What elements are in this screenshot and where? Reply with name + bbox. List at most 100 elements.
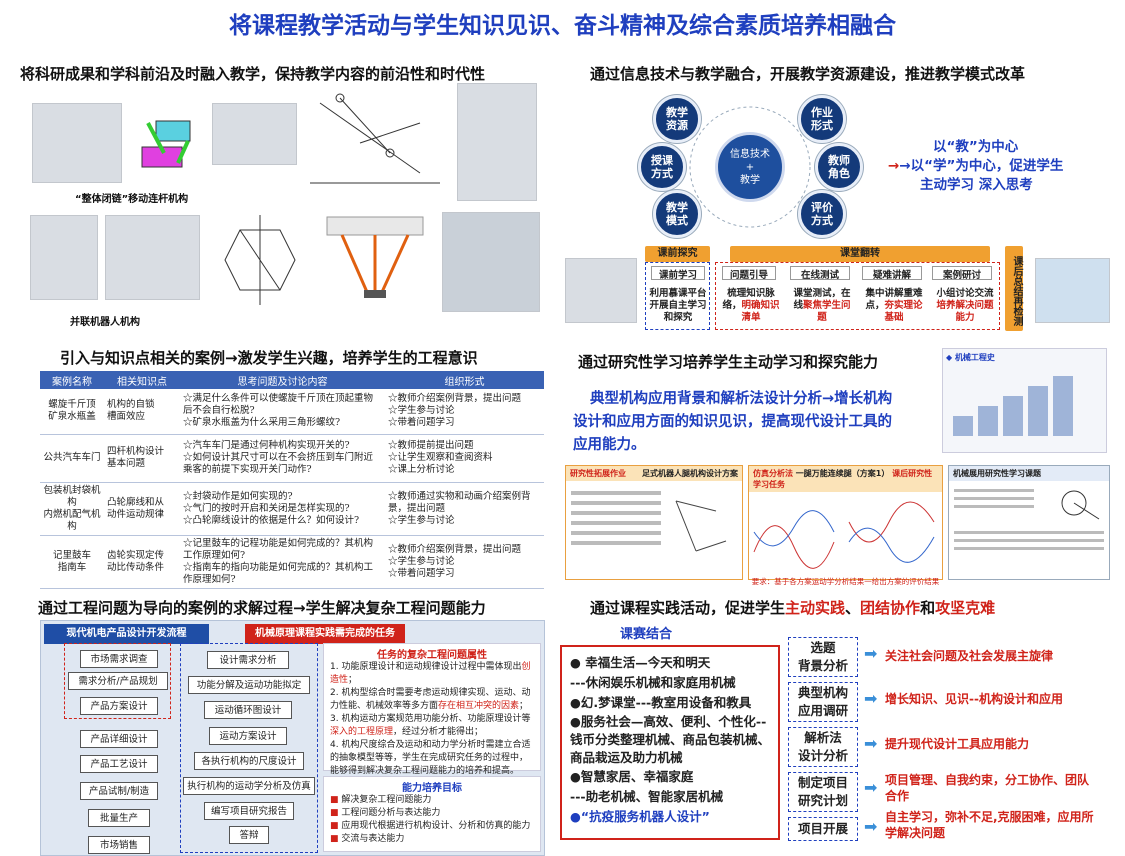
- result-social: 关注社会问题及社会发展主旋律: [885, 649, 1054, 663]
- circle-label: 评价 方式: [811, 201, 833, 227]
- step-pre-study: 课前学习: [651, 266, 705, 281]
- sub-text: 梳理知识脉络，: [722, 288, 775, 311]
- sub-highlight: 明确知识清单: [741, 300, 780, 323]
- arrow-right-icon: ➡: [864, 734, 878, 753]
- ability-text: 解决复杂工程问题能力: [341, 795, 432, 805]
- circle-teacher-role: 教师 角色: [815, 143, 863, 191]
- task-step: 各执行机构的尺度设计: [194, 752, 304, 770]
- parallel-mechanism-diagram: [210, 210, 310, 310]
- sub-text: 利用慕课平台开展自主学习和探究: [649, 288, 707, 323]
- section-heading-practice: 通过课程实践活动，促进学生主动实践、团结协作和攻坚克难: [590, 597, 995, 618]
- attr-text: 4. 机构尺度综合及运动和动力学分析时需建立合适的抽象模型等等，学生在完成研究任…: [330, 740, 531, 776]
- section-heading-cases: 引入与知识点相关的案例→激发学生兴趣，培养学生的工程意识: [60, 349, 478, 367]
- slogan-line-3: 主动学习 深入思考: [920, 177, 1033, 193]
- cell-format: ☆教师介绍案例背景，提出问题 ☆学生参与讨论 ☆带着问题学习: [385, 535, 544, 589]
- attribute-item: 3. 机构运动方案规范用功能分析、功能原理设计等深入的工程原理，经过分析才能得出…: [330, 713, 534, 739]
- attr-text: 3. 机构运动方案规范用功能分析、功能原理设计等: [330, 714, 531, 724]
- stage-research-plan: 制定项目 研究计划: [788, 772, 858, 812]
- table-row: 螺旋千斤顶 矿泉水瓶盖 机构的自锁 槽面效应 ☆满足什么条件可以使螺旋千斤顶在顶…: [40, 389, 544, 435]
- gearbox-cutaway-image: [442, 212, 540, 312]
- heading-highlight: 攻坚克难: [935, 599, 996, 617]
- cell-question: ☆记里鼓车的记程功能是如何完成的？其机构工作原理如何? ☆指南车的指向功能是如何…: [180, 535, 385, 589]
- task-group-box: [180, 643, 318, 853]
- attributes-box: 任务的复杂工程问题属性 1. 功能原理设计和运动规律设计过程中需体现出创造性； …: [323, 643, 541, 776]
- task-step: 执行机构的运动学分析及仿真: [183, 777, 315, 795]
- sub-question-guide: 梳理知识脉络，明确知识清单: [722, 288, 780, 324]
- caption-parallel-robot: 并联机器人机构: [70, 317, 140, 328]
- topic-item: ●智慧家居、幸福家庭: [570, 769, 694, 784]
- panel-tab: 研究性拓展作业: [570, 469, 626, 478]
- cell-question: ☆封袋动作是如何实现的? ☆气门的按时开启和关闭是怎样实现的? ☆凸轮廓线设计的…: [180, 482, 385, 536]
- panel-header: 仿真分析法 一腿万能连续腿（方案1） 课后研究性学习任务: [749, 466, 942, 492]
- flow-header-blue: 现代机电产品设计开发流程: [44, 624, 209, 644]
- circle-teaching-mode: 教学 模式: [653, 190, 701, 238]
- task-step: 编写项目研究报告: [204, 802, 294, 820]
- result-knowledge: 增长知识、见识--机构设计和应用: [885, 692, 1063, 706]
- slogan-line-1: 以“教”为中心: [933, 139, 1019, 155]
- in-class-label: 课堂翻转: [730, 246, 990, 262]
- caption-closed-chain: “整体闭链”移动连杆机构: [75, 194, 189, 205]
- col-knowledge-point: 相关知识点: [104, 371, 180, 389]
- result-teamwork: 项目管理、自我约束，分工协作、团队合作: [885, 773, 1090, 803]
- circle-label: 教师 角色: [828, 154, 850, 180]
- panel-subtitle: 足式机器人腿机构设计方案: [642, 469, 738, 478]
- ability-item: ■ 应用现代根据进行机构设计、分析和仿真的能力: [330, 821, 531, 831]
- delta-robot-image: [312, 212, 438, 312]
- research-text-1: 典型机构应用背景和解析法设计分析→增长机构: [590, 391, 893, 407]
- heading-part: 、: [845, 599, 861, 617]
- mechanism-model-photo: [1035, 258, 1110, 323]
- stage-analytic-design: 解析法 设计分析: [788, 727, 858, 767]
- section-heading-inquiry: 通过研究性学习培养学生主动学习和探究能力: [578, 353, 879, 371]
- center-circle: 信息技术 + 教学: [715, 132, 785, 202]
- table-header-row: 案例名称 相关知识点 思考问题及讨论内容 组织形式: [40, 371, 544, 389]
- cell-format: ☆教师提前提出问题 ☆让学生观察和查阅资料 ☆课上分析讨论: [385, 434, 544, 483]
- circle-homework: 作业 形式: [798, 95, 846, 143]
- sub-difficulty-explain: 集中讲解重难点，夯实理论基础: [864, 288, 924, 324]
- cell-kp: 凸轮廓线和从 动件运动规律: [104, 482, 180, 536]
- attr-suffix: ，经过分析才能得出；: [393, 727, 484, 737]
- info-tech-diagram: 信息技术 + 教学 教学 资源 作业 形式 授课 方式 教师 角色 教学 模式 …: [638, 95, 863, 240]
- ability-text: 交流与表达能力: [341, 834, 405, 844]
- ability-text: 工程问题分析与表达能力: [341, 808, 441, 818]
- circle-teaching-method: 授课 方式: [638, 143, 686, 191]
- result-self-study: 自主学习，弥补不足,克服困难，应用所学解决问题: [885, 810, 1094, 840]
- stage-topic-background: 选题 背景分析: [788, 637, 858, 677]
- in-class-box: [715, 262, 1000, 330]
- sub-case-study: 小组讨论交流培养解决问题能力: [934, 288, 996, 324]
- case-table: 案例名称 相关知识点 思考问题及讨论内容 组织形式 螺旋千斤顶 矿泉水瓶盖 机构…: [40, 371, 544, 589]
- sub-text: 小组讨论交流: [936, 288, 994, 299]
- arrow-right-icon: ➡: [864, 644, 878, 663]
- sub-highlight: 培养解决问题能力: [936, 300, 994, 323]
- section-heading-engineering: 通过工程问题为导向的案例的求解过程→学生解决复杂工程问题能力: [38, 599, 486, 617]
- task-step: 设计需求分析: [207, 651, 289, 669]
- attribute-item: 4. 机构尺度综合及运动和动力学分析时需建立合适的抽象模型等等，学生在完成研究任…: [330, 739, 534, 778]
- stage-mechanism-survey: 典型机构 应用调研: [788, 682, 858, 722]
- slogan-line-2: →→以“学”为中心，促进学生: [888, 158, 1064, 174]
- attribute-item: 1. 功能原理设计和运动规律设计过程中需体现出创造性；: [330, 661, 534, 687]
- cell-question: ☆满足什么条件可以使螺旋千斤顶在顶起重物后不会自行松脱? ☆矿泉水瓶盖为什么采用…: [180, 389, 385, 435]
- panel-header: 机械展用研究性学习课题: [949, 466, 1109, 481]
- heading-highlight: 团结协作: [860, 599, 921, 617]
- ability-item: ■ 工程问题分析与表达能力: [330, 808, 441, 818]
- topic-item: ---休闲娱乐机械和家庭用机械: [570, 675, 736, 690]
- research-text-2: 设计和应用方面的知识见识，提高现代设计工具的: [573, 414, 892, 430]
- flow-step: 批量生产: [88, 809, 150, 827]
- sub-online-test: 课堂测试，在线聚焦学生问题: [792, 288, 852, 324]
- timeline-title: ◆ 机械工程史: [946, 353, 995, 362]
- result-tools: 提升现代设计工具应用能力: [885, 737, 1030, 751]
- circle-resources: 教学 资源: [653, 95, 701, 143]
- panel-subtitle: 一腿万能连续腿（方案1）: [795, 469, 890, 478]
- cell-kp: 机构的自锁 槽面效应: [104, 389, 180, 435]
- cell-format: ☆教师介绍案例背景，提出问题 ☆学生参与讨论 ☆带着问题学习: [385, 389, 544, 435]
- cell-name: 螺旋千斤顶 矿泉水瓶盖: [40, 389, 104, 435]
- ability-text: 应用现代根据进行机构设计、分析和仿真的能力: [341, 821, 531, 831]
- robot-photo-1: [32, 103, 122, 183]
- table-row: 记里鼓车 指南车 齿轮实现定传 动比传动条件 ☆记里鼓车的记程功能是如何完成的？…: [40, 535, 544, 589]
- col-questions: 思考问题及讨论内容: [180, 371, 385, 389]
- circle-label: 教学 模式: [666, 201, 688, 227]
- cell-format: ☆教师通过实物和动画介绍案例背景，提出问题 ☆学生参与讨论: [385, 482, 544, 536]
- circle-label: 授课 方式: [651, 154, 673, 180]
- panel-header: 研究性拓展作业 足式机器人腿机构设计方案: [566, 466, 742, 481]
- stage-project-execution: 项目开展: [788, 817, 858, 841]
- section-heading-infotech: 通过信息技术与教学融合，开展教学资源建设，推进教学模式改革: [590, 65, 1026, 83]
